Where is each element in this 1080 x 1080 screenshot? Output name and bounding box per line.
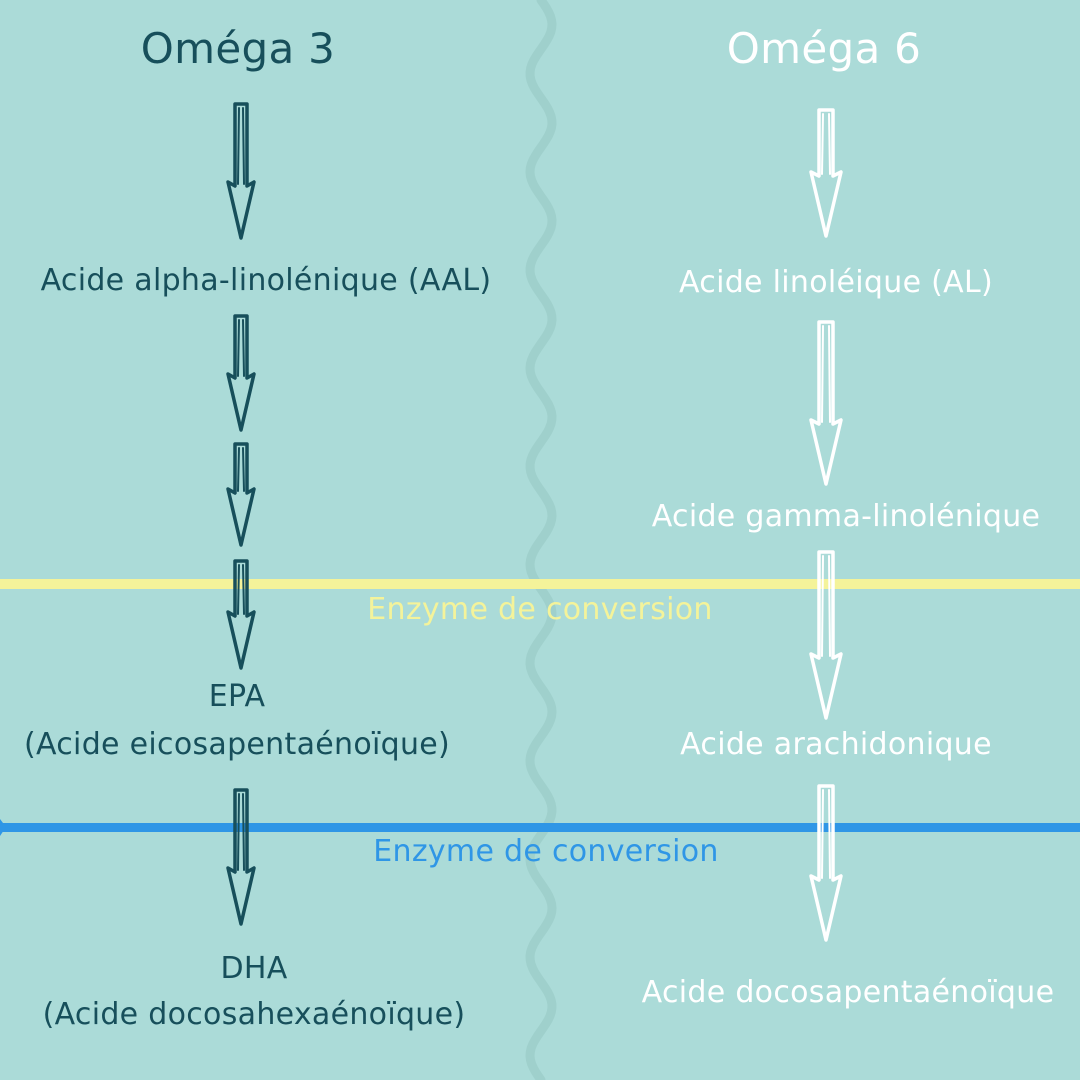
omega6-item-aa: Acide arachidonique bbox=[680, 727, 992, 762]
omega6-item-dpa: Acide docosapentaénoïque bbox=[641, 975, 1055, 1010]
enzyme-line-first bbox=[0, 579, 1080, 589]
omega6-arrow-2 bbox=[809, 320, 843, 486]
omega6-arrow-1 bbox=[809, 108, 843, 238]
omega6-arrow-3 bbox=[809, 550, 843, 720]
omega6-title: Oméga 6 bbox=[726, 24, 922, 73]
omega3-arrow-2 bbox=[226, 314, 256, 432]
omega6-item-gla: Acide gamma-linolénique bbox=[651, 499, 1041, 534]
column-divider-wave bbox=[525, 0, 557, 1080]
omega3-arrows bbox=[226, 102, 256, 926]
omega3-arrow-5 bbox=[226, 788, 256, 926]
enzyme-line-second bbox=[0, 823, 1080, 832]
enzyme-line-second-left-tip bbox=[0, 819, 6, 836]
enzyme-label-second: Enzyme de conversion bbox=[373, 834, 719, 869]
omega3-item-dha: DHA bbox=[220, 951, 288, 986]
enzyme-label-first: Enzyme de conversion bbox=[367, 592, 713, 627]
omega6-arrows bbox=[809, 108, 843, 942]
omega3-title: Oméga 3 bbox=[140, 24, 336, 73]
omega3-item-epa: EPA bbox=[208, 679, 266, 714]
omega3-arrow-3 bbox=[226, 442, 256, 547]
omega3-arrow-1 bbox=[226, 102, 256, 240]
omega6-arrow-4 bbox=[809, 784, 843, 942]
omega3-item-aal: Acide alpha-linolénique (AAL) bbox=[40, 263, 492, 298]
omega3-item-epa-full: (Acide eicosapentaénoïque) bbox=[23, 727, 451, 762]
omega3-item-dha-full: (Acide docosahexaénoïque) bbox=[42, 997, 466, 1032]
omega6-item-al: Acide linoléique (AL) bbox=[678, 265, 994, 300]
omega3-arrow-4 bbox=[226, 559, 256, 670]
